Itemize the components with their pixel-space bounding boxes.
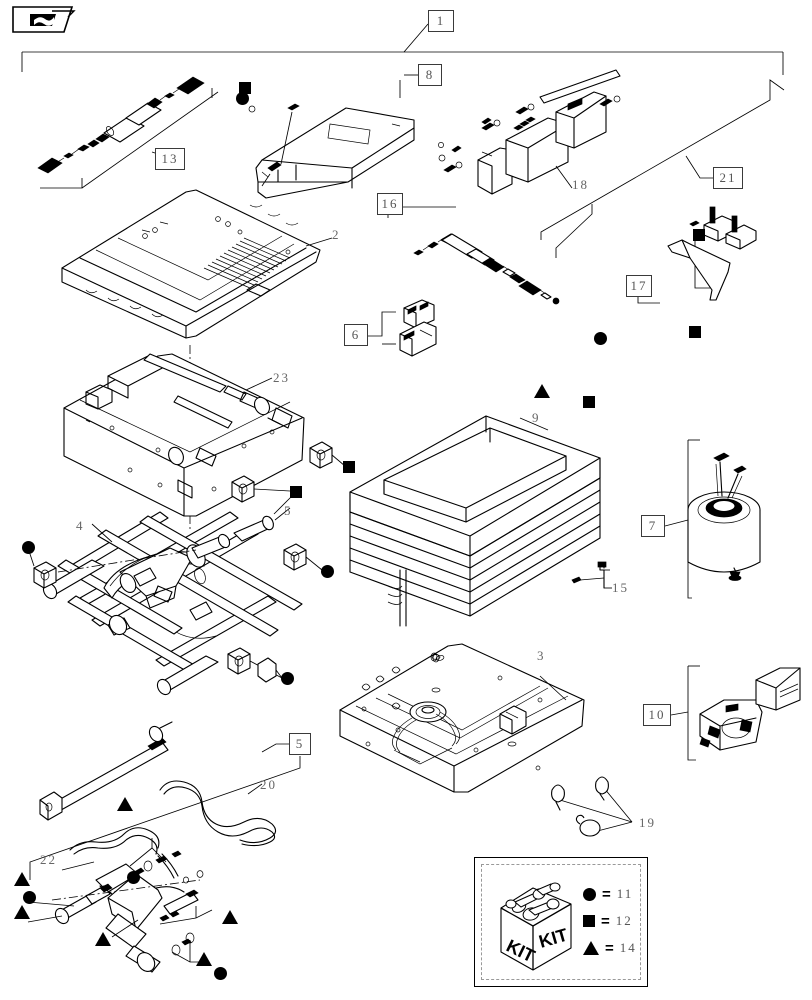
kit-legend-row-12: = 12 [583,913,633,929]
triangle-icon [583,941,599,955]
callout-6[interactable]: 6 [344,324,368,346]
manufacturer-logo [12,6,78,39]
kit-marker-circle [321,565,334,578]
kit-legend-panel: KIT KIT = 11 = 12 = 14 [474,857,648,987]
kit-marker-square [343,461,355,473]
svg-text:KIT: KIT [537,925,570,952]
kit-legend-number: 11 [616,886,634,901]
kit-marker-circle [236,92,249,105]
kit-marker-triangle [222,910,238,924]
kit-marker-triangle [14,905,30,919]
kit-box-illustration: KIT KIT [500,882,572,971]
kit-marker-circle [281,672,294,685]
callout-8[interactable]: 8 [418,64,442,86]
leader-2: 2 [332,227,341,242]
kit-marker-triangle [117,797,133,811]
kit-legend-inner-border [481,864,641,980]
kit-marker-circle [127,871,140,884]
kit-marker-circle [22,541,35,554]
kit-legend-number: 12 [615,913,633,928]
callout-13[interactable]: 13 [155,148,185,170]
kit-marker-triangle [95,932,111,946]
callout-1[interactable]: 1 [428,10,454,32]
kit-marker-triangle [14,872,30,886]
callout-21[interactable]: 21 [713,167,743,189]
leader-4: 4 [76,518,85,533]
callout-17[interactable]: 17 [626,275,652,297]
leader-19: 19 [639,815,656,830]
callout-10[interactable]: 10 [643,704,671,726]
kit-marker-square [583,396,595,408]
leader-3: 3 [537,648,546,663]
leader-18: 18 [572,177,589,192]
kit-legend-row-14: = 14 [583,940,637,956]
equals-sign: = [601,912,610,930]
leader-7: 9 [532,410,541,425]
kit-legend-row-11: = 11 [583,886,633,902]
kit-marker-square [290,486,302,498]
kit-marker-square [239,82,251,94]
callout-9[interactable]: 7 [641,515,665,537]
kit-legend-number: 14 [619,940,637,955]
callout-16[interactable]: 16 [377,193,403,215]
callout-5-lower[interactable]: 5 [289,733,311,755]
equals-sign: = [605,939,614,957]
equals-sign: = [602,885,611,903]
leader-20: 20 [260,777,277,792]
square-icon [583,915,595,927]
kit-marker-square [689,326,701,338]
kit-marker-circle [23,891,36,904]
kit-marker-circle [594,332,607,345]
leader-22: 22 [40,852,57,867]
leader-5: 5 [284,503,293,518]
kit-marker-square [693,229,705,241]
kit-marker-triangle [534,384,550,398]
leader-15: 15 [612,580,629,595]
kit-marker-circle [214,967,227,980]
kit-marker-triangle [196,952,212,966]
leader-23: 23 [273,370,290,385]
circle-icon [583,887,596,901]
